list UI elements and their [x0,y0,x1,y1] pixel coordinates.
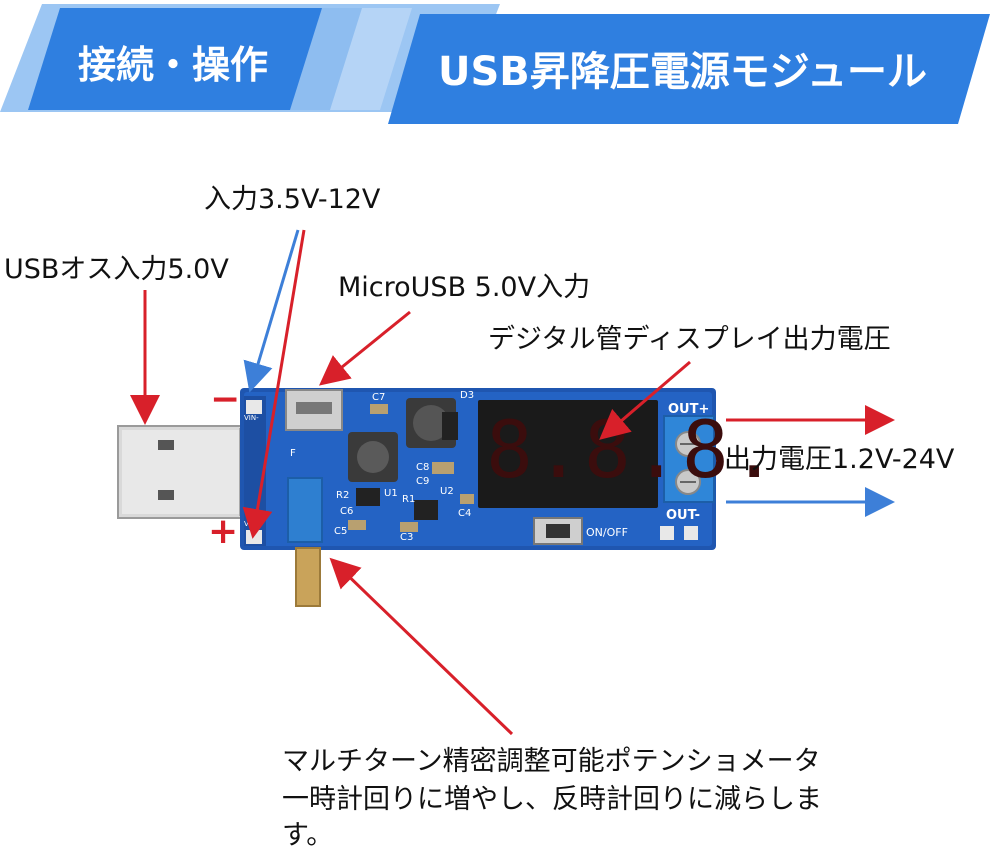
silk-c7: C7 [372,392,386,403]
banner-stripe [290,8,372,110]
silk-c8: C8 [416,462,430,473]
arrow-input-plus [242,229,306,539]
silk-c6: C6 [340,506,354,517]
label-potentiometer-1: マルチターン精密調整可能ポテンショメータ [282,746,821,777]
header-banner [0,4,990,124]
silk-u2: U2 [440,486,454,497]
label-display: デジタル管ディスプレイ出力電圧 [488,324,891,355]
label-micro-usb-input: MicroUSB 5.0V入力 [338,272,591,303]
silk-c5: C5 [334,526,348,537]
vin-minus-pad [246,400,262,414]
display-digits: 8.8.8. [486,406,780,496]
label-usb-male-input: USBオス入力5.0V [4,254,229,285]
label-output-voltage: 出力電圧1.2V-24V [724,444,955,475]
header-left-title: 接続・操作 [78,43,269,87]
chip-u1 [356,488,380,506]
vin-minus-label: VIN- [244,414,259,422]
silk-c4: C4 [458,508,472,519]
arrow-input-minus [243,229,300,393]
header-right-title: USB昇降圧電源モジュール [438,49,927,95]
button-label: ON/OFF [586,526,628,539]
diode-d3 [442,412,458,440]
banner-right-panel [388,14,990,124]
potentiometer-screw[interactable] [295,547,321,607]
silk-u1: U1 [384,488,398,499]
minus-sign: − [210,379,241,420]
banner-left-panel [28,8,330,110]
silk-d3: D3 [460,390,475,401]
label-potentiometer-3: す。 [282,820,334,851]
silk-c9: C9 [416,476,430,487]
arrow-display [599,360,691,440]
label-input-range: 入力3.5V-12V [204,184,381,215]
label-potentiometer-2: 一時計回りに増やし、反時計回りに減らしま [282,784,822,815]
potentiometer-body [287,477,323,543]
silk-c3: C3 [400,532,414,543]
silk-f: F [290,448,296,459]
silk-r2: R2 [336,490,350,501]
arrow-micro-usb [319,310,411,386]
arrow-potentiometer [329,557,514,736]
out-minus-label: OUT- [666,508,700,523]
plus-sign: + [208,511,239,552]
regulator-u2 [414,500,438,520]
micro-usb-port [285,389,343,431]
banner-stripe-2 [330,8,412,110]
silk-r1: R1 [402,494,416,505]
usb-male-connector [117,425,259,519]
out-plus-label: OUT+ [668,402,710,417]
